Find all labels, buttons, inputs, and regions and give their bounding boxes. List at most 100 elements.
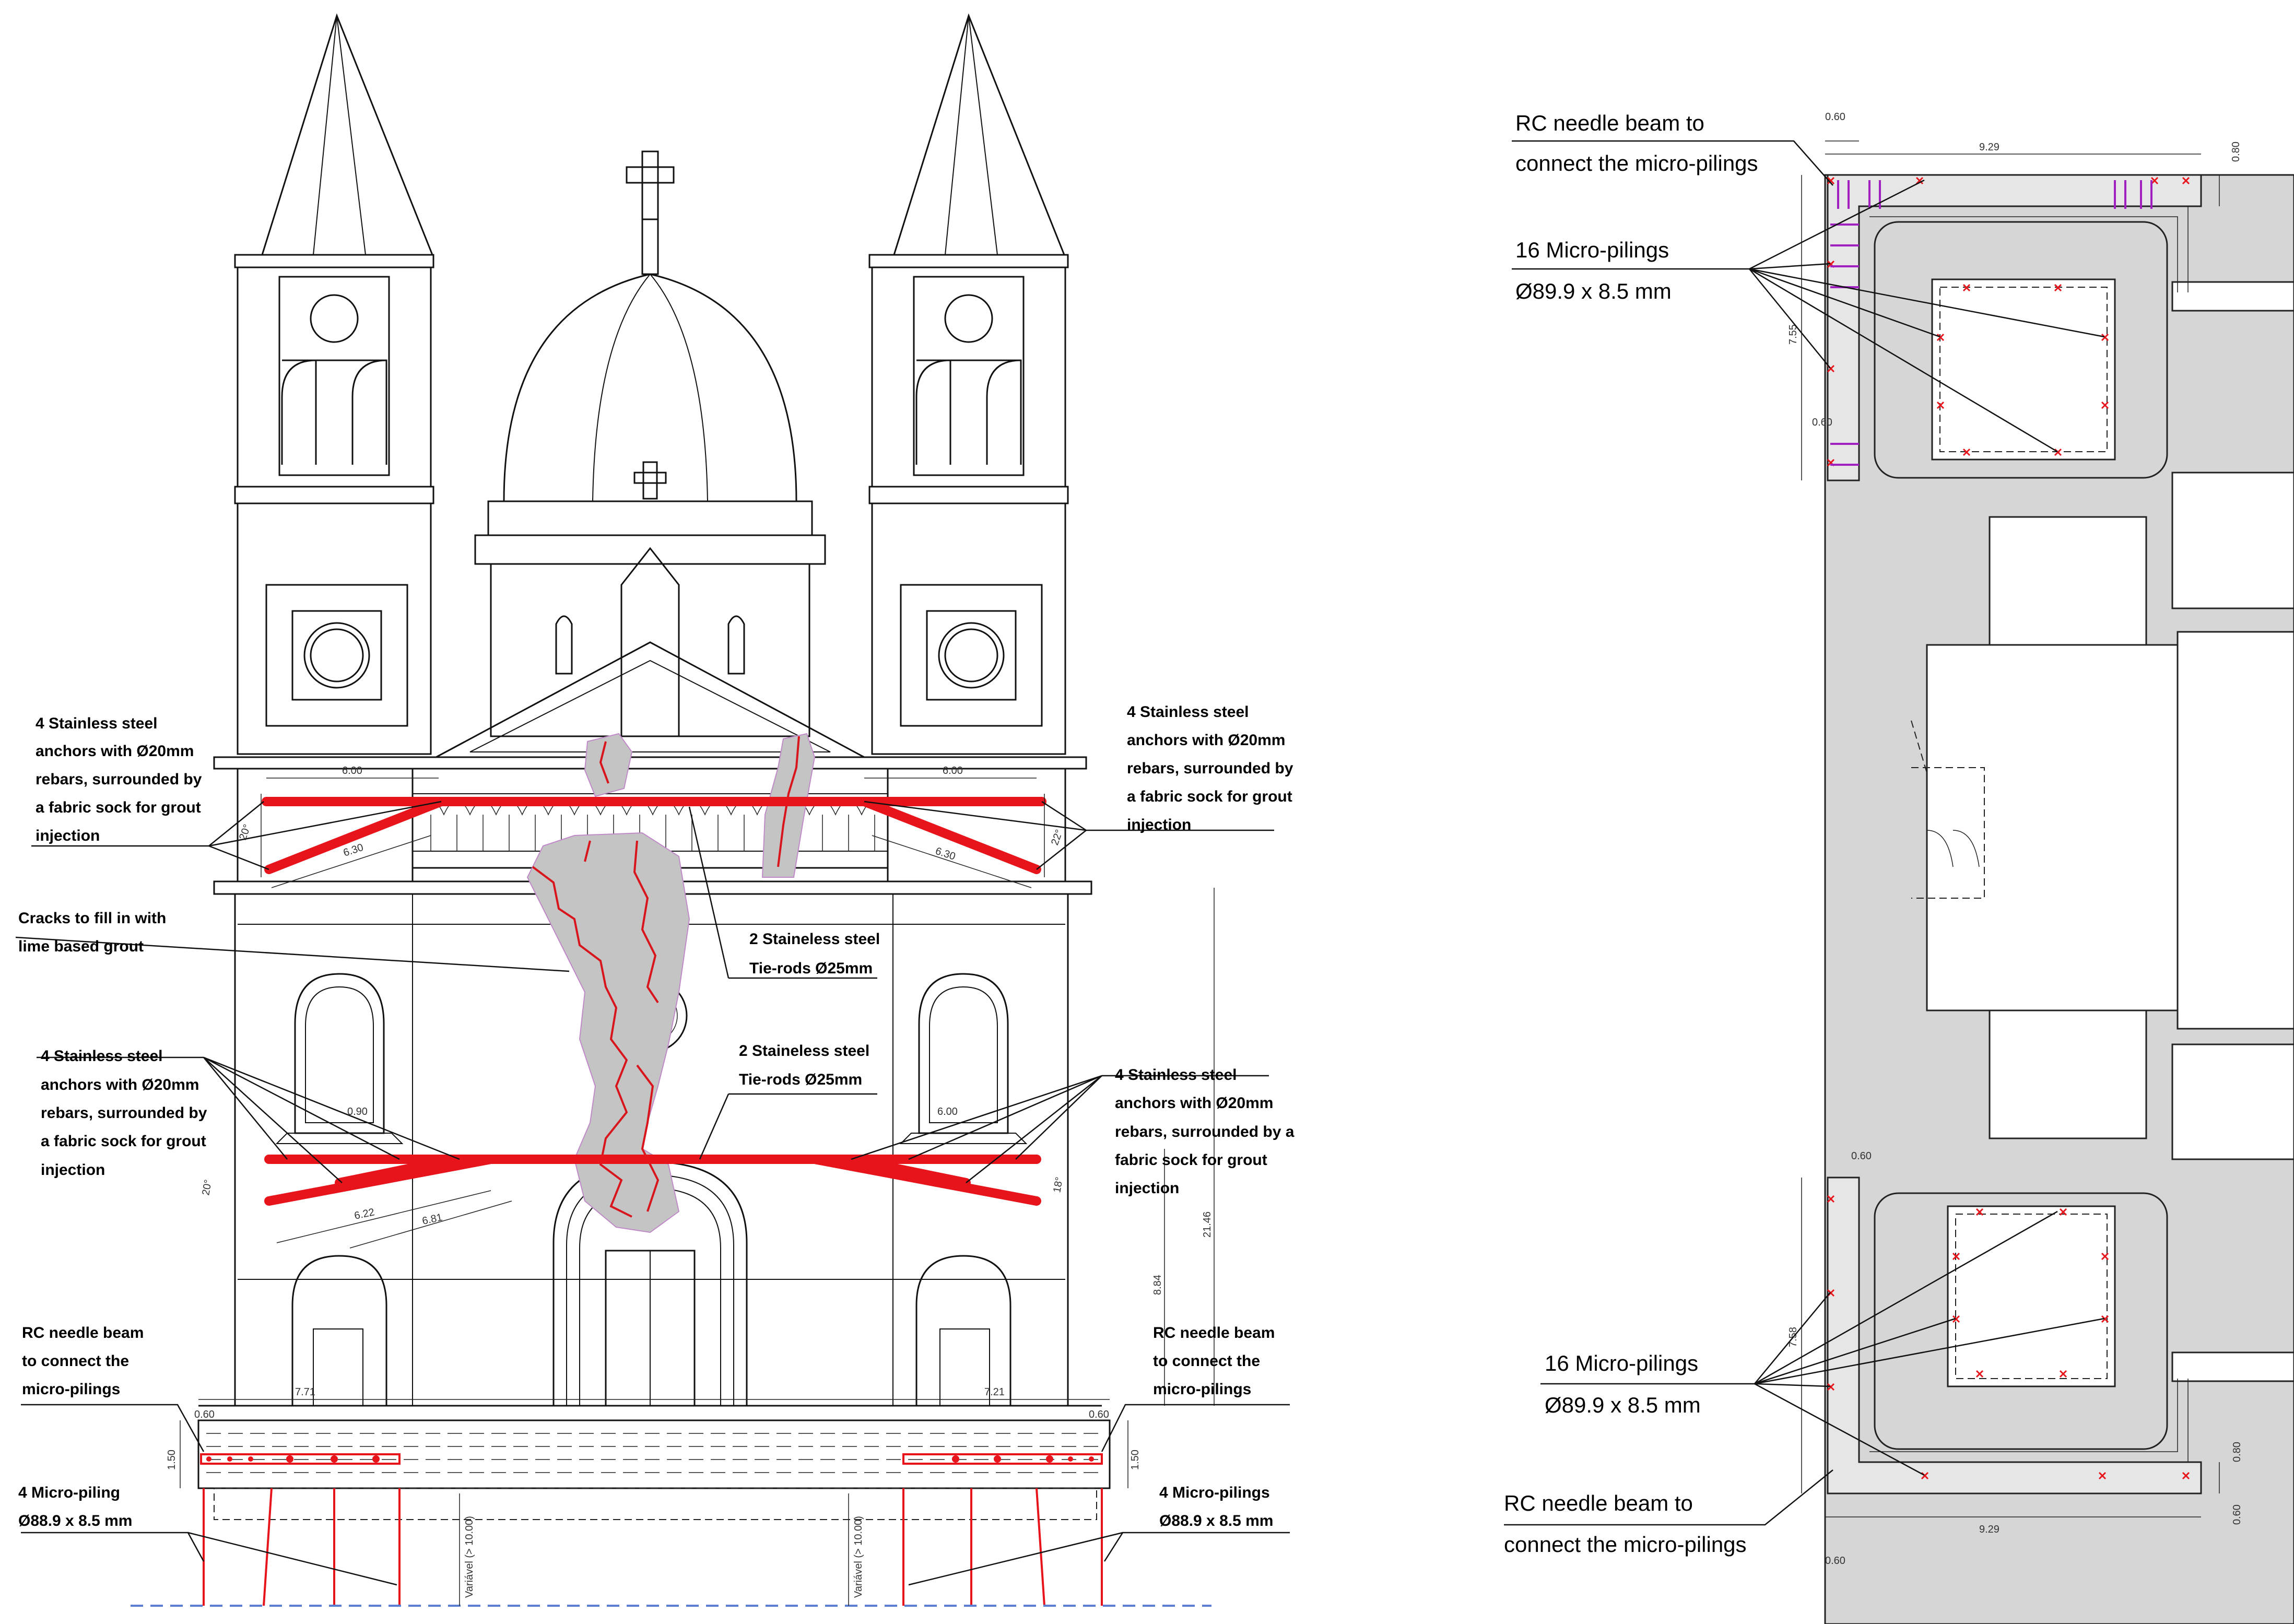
svg-text:16 Micro-pilings: 16 Micro-pilings	[1545, 1351, 1698, 1375]
svg-text:injection: injection	[36, 827, 100, 844]
svg-text:4 Stainless steel: 4 Stainless steel	[41, 1048, 162, 1065]
svg-text:4 Micro-pilings: 4 Micro-pilings	[1159, 1484, 1270, 1501]
plan-dim-top-depth: 7.55	[1787, 324, 1799, 345]
svg-text:micro-pilings: micro-pilings	[1153, 1381, 1251, 1398]
dim-base-right: 7.21	[984, 1386, 1005, 1398]
svg-text:connect the micro-pilings: connect the micro-pilings	[1504, 1532, 1747, 1557]
svg-text:4 Stainless steel: 4 Stainless steel	[1127, 703, 1249, 721]
needle-beam	[197, 1419, 1111, 1520]
svg-text:Tie-rods Ø25mm: Tie-rods Ø25mm	[749, 960, 873, 977]
dim-base-left: 7.71	[295, 1386, 315, 1398]
svg-text:4 Stainless steel: 4 Stainless steel	[1115, 1066, 1237, 1084]
label-tierods-upper: 2 Staineless steel Tie-rods Ø25mm	[749, 931, 880, 977]
plan-dim-bottom-edge: 0.60	[1825, 1555, 1845, 1567]
label-plan-pilings-bottom: 16 Micro-pilings Ø89.9 x 8.5 mm	[1545, 1351, 1701, 1417]
plan-dimensions	[1801, 140, 2220, 1517]
svg-text:rebars, surrounded by: rebars, surrounded by	[1127, 760, 1293, 777]
label-anchors-top-right: 4 Stainless steel anchors with Ø20mm reb…	[1127, 703, 1293, 833]
church-elevation: 6.00 6.00 6.30 6.30 20° 22° 0.90 6.00 6.…	[15, 13, 1295, 1607]
svg-text:connect the micro-pilings: connect the micro-pilings	[1515, 151, 1758, 175]
dim-beam-h-left: 1.50	[166, 1450, 178, 1470]
svg-text:2 Staineless steel: 2 Staineless steel	[739, 1042, 869, 1060]
plan-leaders	[1504, 140, 2105, 1526]
plan-dim-top-right-thick: 0.80	[2230, 142, 2242, 162]
dim-low-angle-right: 18°	[1051, 1176, 1065, 1194]
label-piling-left: 4 Micro-piling Ø88.9 x 8.5 mm	[18, 1484, 132, 1529]
svg-text:injection: injection	[1115, 1180, 1179, 1197]
plan-dim-top-inner: 0.60	[1812, 417, 1832, 428]
dim-variable-left: Variável (> 10.00)	[464, 1516, 475, 1598]
elevation-leaders	[15, 801, 1290, 1586]
svg-text:to connect the: to connect the	[1153, 1352, 1260, 1370]
svg-text:micro-pilings: micro-pilings	[22, 1381, 120, 1398]
label-anchors-mid-left: 4 Stainless steel anchors with Ø20mm reb…	[41, 1048, 207, 1179]
dim-beam-w-right: 0.60	[1089, 1409, 1109, 1420]
label-plan-needle-top: RC needle beam to connect the micro-pili…	[1515, 111, 1758, 175]
label-piling-right: 4 Micro-pilings Ø88.9 x 8.5 mm	[1159, 1484, 1273, 1529]
label-needle-left: RC needle beam to connect the micro-pili…	[22, 1324, 144, 1398]
svg-text:RC needle beam to: RC needle beam to	[1515, 111, 1704, 135]
dim-angle-right: 22°	[1049, 828, 1065, 847]
svg-text:lime based grout: lime based grout	[18, 938, 144, 955]
micro-piles	[131, 1488, 1211, 1607]
svg-text:injection: injection	[41, 1161, 105, 1179]
plan-dim-bottom-w: 9.29	[1979, 1524, 1999, 1535]
dim-diag-right: 6.30	[934, 845, 957, 863]
svg-text:16 Micro-pilings: 16 Micro-pilings	[1515, 238, 1669, 262]
dim-win-right: 6.00	[937, 1106, 958, 1117]
svg-text:rebars, surrounded by: rebars, surrounded by	[36, 771, 202, 788]
label-plan-pilings-top: 16 Micro-pilings Ø89.9 x 8.5 mm	[1515, 238, 1672, 303]
right-tower	[868, 13, 1069, 755]
dim-top-right: 6.00	[943, 765, 963, 776]
upper-tie-rods	[261, 794, 1046, 877]
dim-low-angle-left: 20°	[200, 1179, 214, 1196]
dim-beam-h-right: 1.50	[1130, 1450, 1141, 1470]
svg-text:injection: injection	[1127, 816, 1191, 833]
svg-text:2 Staineless steel: 2 Staineless steel	[749, 931, 880, 948]
plan-dim-bottom-left-thick: 0.60	[1851, 1150, 1872, 1162]
label-plan-needle-bottom: RC needle beam to connect the micro-pili…	[1504, 1491, 1747, 1557]
svg-text:rebars, surrounded by: rebars, surrounded by	[41, 1104, 207, 1122]
svg-text:anchors with Ø20mm: anchors with Ø20mm	[36, 743, 194, 760]
dim-top-left: 6.00	[342, 765, 362, 776]
svg-text:Ø88.9 x 8.5 mm: Ø88.9 x 8.5 mm	[1159, 1512, 1273, 1529]
svg-text:to connect the: to connect the	[22, 1352, 129, 1370]
label-anchors-mid-right: 4 Stainless steel anchors with Ø20mm reb…	[1115, 1066, 1295, 1197]
svg-text:fabric sock for grout: fabric sock for grout	[1115, 1151, 1267, 1169]
svg-text:RC needle beam to: RC needle beam to	[1504, 1491, 1693, 1515]
plan-dim-bottom-right-thick: 0.80	[2231, 1442, 2243, 1462]
elevation-dimensions	[180, 778, 1215, 1606]
svg-text:rebars, surrounded by a: rebars, surrounded by a	[1115, 1123, 1295, 1140]
svg-text:RC needle beam: RC needle beam	[1153, 1324, 1275, 1341]
dim-win-left: 0.90	[347, 1106, 368, 1117]
svg-text:Cracks to fill in with: Cracks to fill in with	[18, 910, 166, 927]
svg-text:Tie-rods Ø25mm: Tie-rods Ø25mm	[739, 1071, 862, 1088]
svg-text:Ø88.9 x 8.5 mm: Ø88.9 x 8.5 mm	[18, 1512, 132, 1529]
svg-text:4 Stainless steel: 4 Stainless steel	[36, 715, 157, 732]
label-needle-right: RC needle beam to connect the micro-pili…	[1153, 1324, 1275, 1398]
dim-height-a: 21.46	[1202, 1211, 1213, 1238]
dim-low-left-b: 6.81	[421, 1211, 443, 1227]
plan-dim-top-w: 9.29	[1979, 142, 1999, 153]
crack-lines	[532, 736, 800, 1218]
dim-beam-w-left: 0.60	[194, 1409, 215, 1420]
dome	[474, 150, 826, 737]
left-tower	[234, 13, 434, 755]
plan-dim-texts: 9.29 0.60 0.80 7.55 0.60 0.60 7.58 0.80 …	[1787, 111, 2243, 1567]
label-anchors-top-left: 4 Stainless steel anchors with Ø20mm reb…	[36, 715, 202, 844]
svg-text:anchors with Ø20mm: anchors with Ø20mm	[41, 1076, 199, 1093]
label-tierods-lower: 2 Staineless steel Tie-rods Ø25mm	[739, 1042, 869, 1088]
svg-text:Ø89.9 x 8.5 mm: Ø89.9 x 8.5 mm	[1545, 1393, 1701, 1417]
svg-text:a fabric sock for grout: a fabric sock for grout	[1127, 788, 1292, 805]
svg-text:RC needle beam: RC needle beam	[22, 1324, 144, 1341]
label-cracks: Cracks to fill in with lime based grout	[18, 910, 166, 955]
foundation-plan: 9.29 0.60 0.80 7.55 0.60 0.60 7.58 0.80 …	[1504, 111, 2294, 1624]
pile-markers	[206, 1455, 1094, 1463]
svg-text:a fabric sock for grout: a fabric sock for grout	[36, 799, 201, 816]
svg-text:a fabric sock for grout: a fabric sock for grout	[41, 1133, 206, 1150]
plan-dim-bottom-right-thick2: 0.60	[2231, 1504, 2243, 1525]
svg-text:anchors with Ø20mm: anchors with Ø20mm	[1127, 732, 1285, 749]
plan-dim-top-left-thick: 0.60	[1825, 111, 1845, 123]
svg-text:anchors with Ø20mm: anchors with Ø20mm	[1115, 1095, 1273, 1112]
